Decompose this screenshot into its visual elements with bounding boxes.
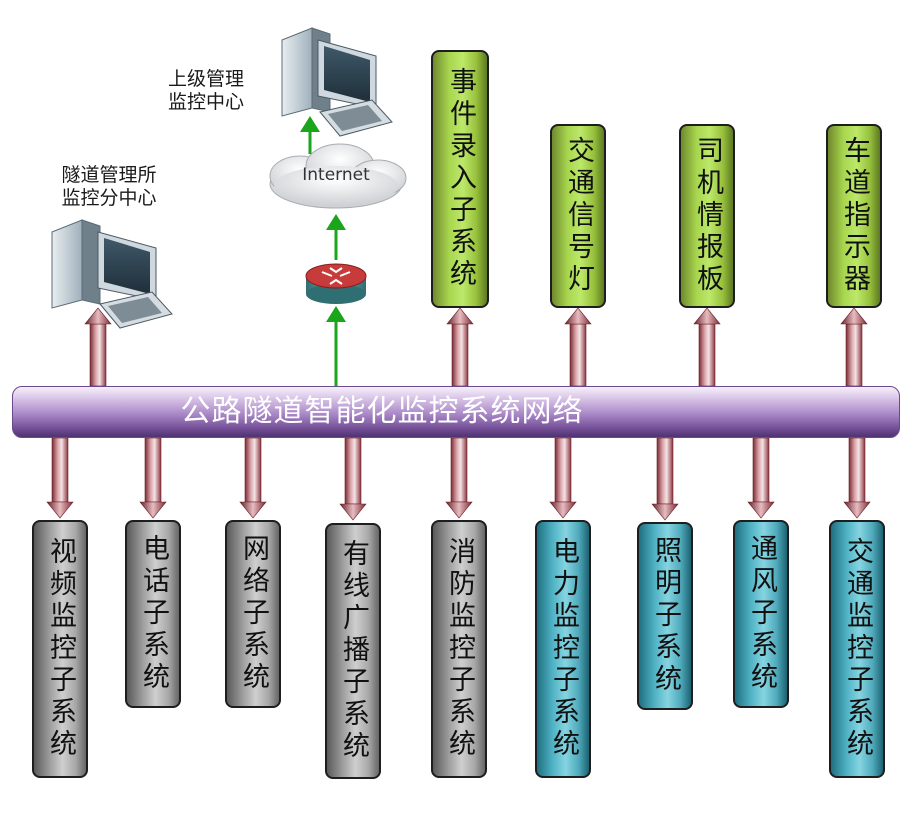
subsystem-event[interactable]: 事件录入子系统 — [431, 50, 489, 308]
arrow-network — [239, 437, 267, 519]
arrow-vent — [747, 437, 775, 519]
arrow-signal — [564, 307, 592, 387]
subsystem-signal-label: 交通信号灯 — [563, 136, 594, 296]
green-arrows — [300, 116, 346, 388]
subsystem-signal[interactable]: 交通信号灯 — [550, 124, 606, 308]
subsystem-video[interactable]: 视频监控子系统 — [32, 520, 88, 778]
subsystem-fire-label: 消防监控子系统 — [444, 537, 475, 761]
network-bus-label: 公路隧道智能化监控系统网络 — [180, 394, 584, 429]
subsystem-network[interactable]: 网络子系统 — [225, 520, 281, 708]
subsystem-fire[interactable]: 消防监控子系统 — [431, 520, 487, 778]
subsystem-driver-label: 司机情报板 — [692, 136, 723, 296]
subsystem-driver[interactable]: 司机情报板 — [679, 124, 735, 308]
subsystem-lighting-label: 照明子系统 — [650, 536, 681, 696]
subsystem-traffic-label: 交通监控子系统 — [842, 537, 873, 761]
subsystem-power-label: 电力监控子系统 — [548, 537, 579, 761]
arrow-video — [46, 437, 74, 519]
arrow-lighting — [651, 437, 679, 521]
subsystem-event-label: 事件录入子系统 — [445, 67, 476, 291]
arrow-broadcast — [339, 437, 367, 521]
arrow-event — [446, 307, 474, 387]
subsystem-vent-label: 通风子系统 — [746, 534, 777, 694]
internet-label: Internet — [302, 165, 370, 185]
subsystem-vent[interactable]: 通风子系统 — [733, 520, 789, 708]
subsystem-broadcast[interactable]: 有线广播子系统 — [325, 523, 381, 779]
subsystem-phone-label: 电话子系统 — [138, 534, 169, 694]
computer-icon-tunnel — [51, 219, 173, 329]
upper-center-label: 上级管理 监控中心 — [167, 68, 244, 113]
subsystem-traffic[interactable]: 交通监控子系统 — [829, 520, 885, 778]
arrow-phone — [139, 437, 167, 519]
arrow-lane — [840, 307, 868, 387]
subsystem-lighting[interactable]: 照明子系统 — [637, 522, 693, 710]
arrow-power — [549, 437, 577, 519]
subsystem-phone[interactable]: 电话子系统 — [125, 520, 181, 708]
subsystem-network-label: 网络子系统 — [238, 534, 269, 694]
arrow-driver — [693, 307, 721, 387]
tunnel-center-label: 隧道管理所 监控分中心 — [61, 164, 157, 209]
arrow-tunnel-center — [84, 307, 112, 387]
computer-icon-upper — [281, 27, 393, 137]
subsystem-broadcast-label: 有线广播子系统 — [338, 539, 369, 763]
red-arrows — [46, 307, 871, 521]
subsystem-lane-label: 车道指示器 — [839, 136, 870, 296]
subsystem-power[interactable]: 电力监控子系统 — [535, 520, 591, 778]
router-icon — [305, 263, 367, 304]
arrow-traffic — [843, 437, 871, 519]
internet-cloud-icon — [269, 143, 407, 209]
subsystem-lane[interactable]: 车道指示器 — [826, 124, 882, 308]
subsystem-video-label: 视频监控子系统 — [45, 537, 76, 761]
arrow-fire — [445, 437, 473, 519]
network-bus — [12, 386, 900, 438]
